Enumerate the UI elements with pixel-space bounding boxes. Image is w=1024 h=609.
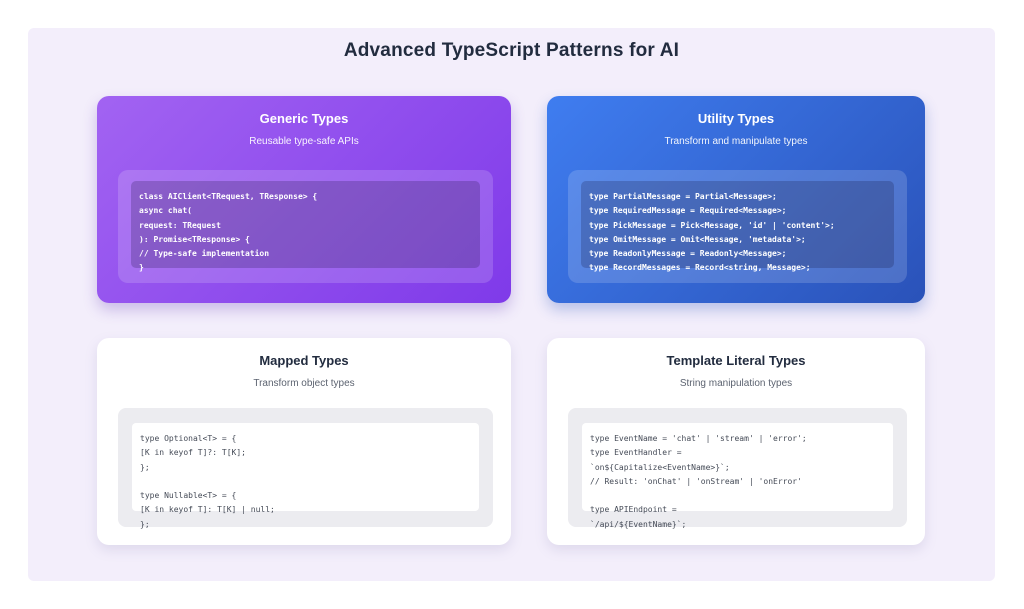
code-block: class AIClient<TRequest, TResponse> { as… [131,181,480,272]
cards-grid: Generic Types Reusable type-safe APIs cl… [97,96,925,545]
card-title: Template Literal Types [666,353,806,368]
card-title: Generic Types [259,111,349,126]
code-panel: type PartialMessage = Partial<Message>; … [568,170,907,283]
code-block: type Optional<T> = { [K in keyof T]?: T[… [132,423,479,529]
card-subtitle: Transform object types [253,378,355,389]
code-panel: type EventName = 'chat' | 'stream' | 'er… [568,408,907,529]
card-template-literal-types: Template Literal Types String manipulati… [547,338,925,545]
page-title: Advanced TypeScript Patterns for AI [343,40,680,61]
code-panel: class AIClient<TRequest, TResponse> { as… [118,170,493,283]
content-panel: Advanced TypeScript Patterns for AI Gene… [28,28,995,581]
code-block: type EventName = 'chat' | 'stream' | 'er… [582,423,893,529]
card-subtitle: String manipulation types [679,378,793,389]
code-panel: type Optional<T> = { [K in keyof T]?: T[… [118,408,493,529]
card-subtitle: Reusable type-safe APIs [249,136,359,147]
card-generic-types: Generic Types Reusable type-safe APIs cl… [97,96,511,303]
card-utility-types: Utility Types Transform and manipulate t… [547,96,925,303]
card-subtitle: Transform and manipulate types [664,136,808,147]
card-title: Mapped Types [259,353,349,368]
card-title: Utility Types [697,111,775,126]
card-mapped-types: Mapped Types Transform object types type… [97,338,511,545]
code-block: type PartialMessage = Partial<Message>; … [581,181,894,272]
